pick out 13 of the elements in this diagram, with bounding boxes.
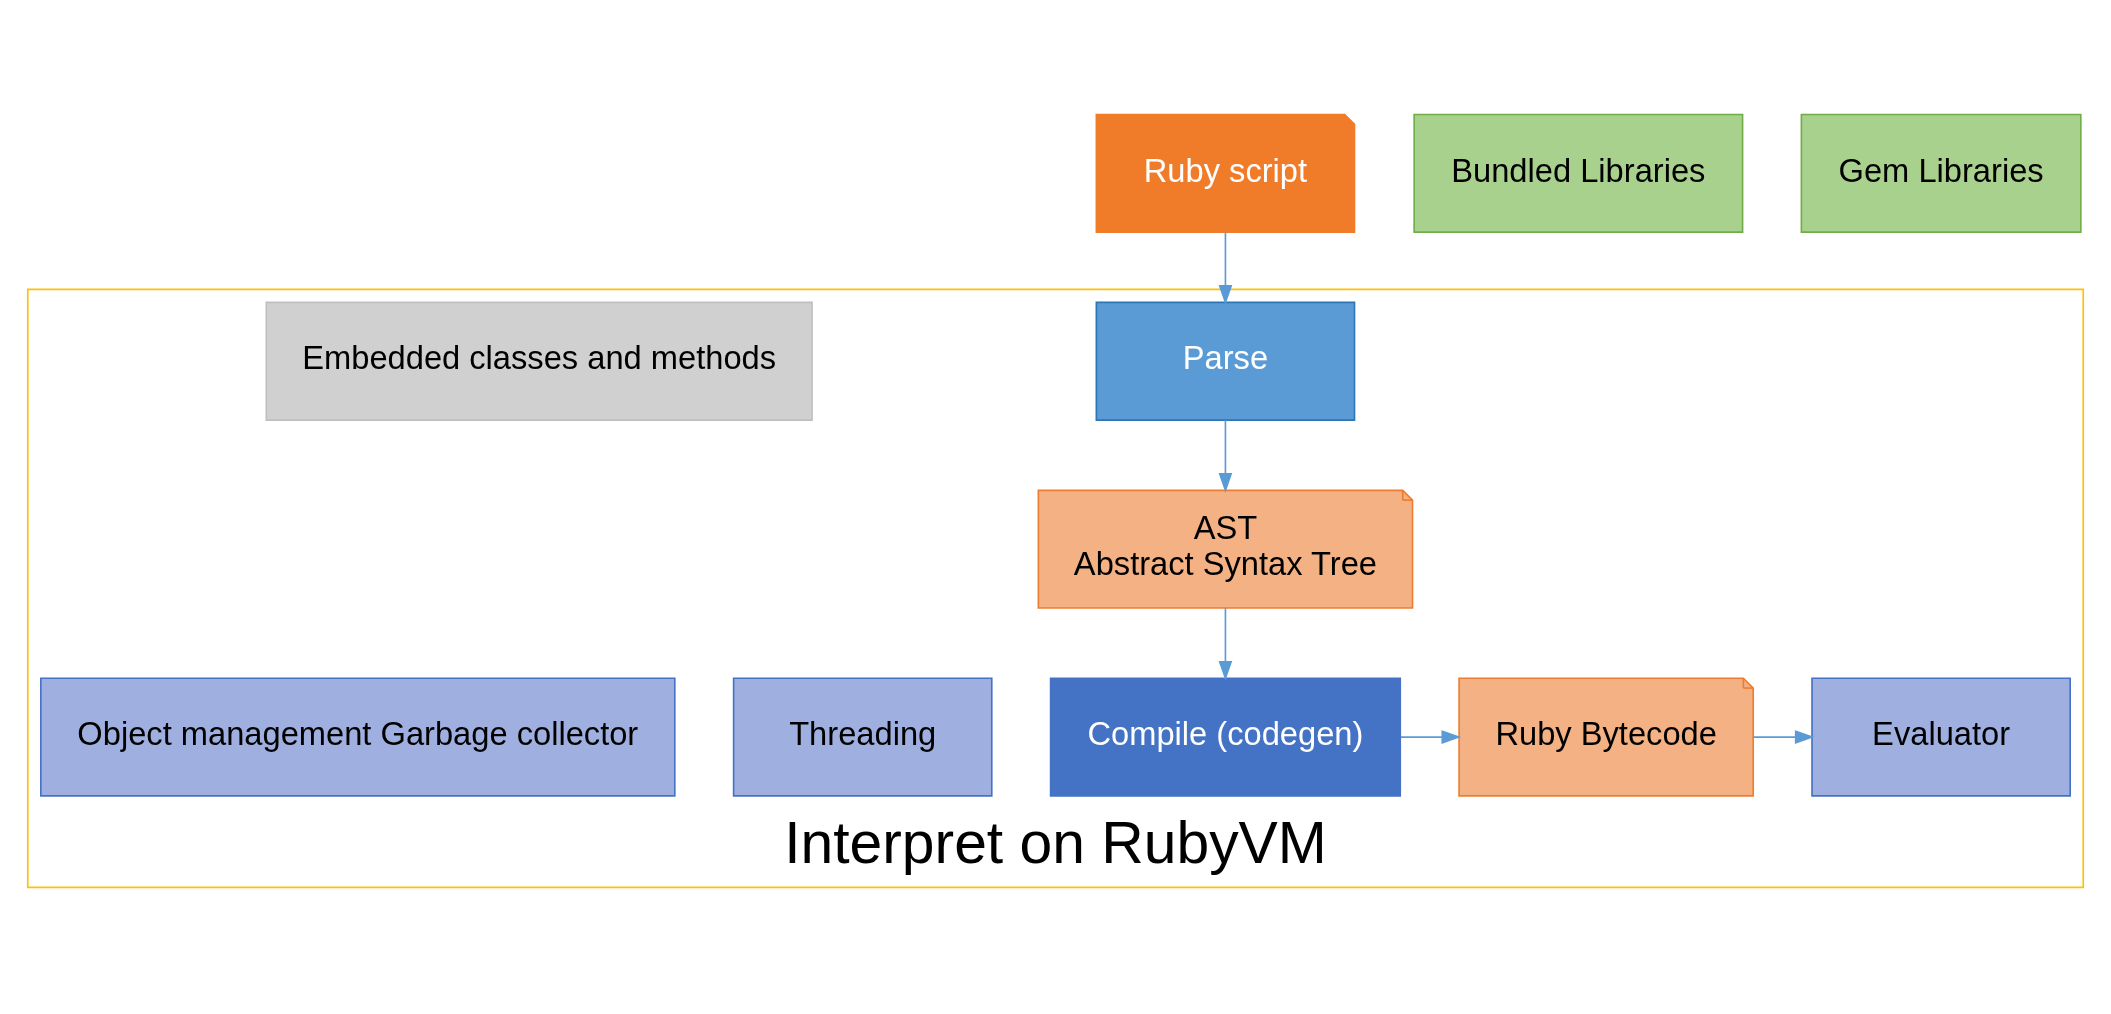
node-box: Embedded classes and methods: [265, 301, 813, 421]
arrow: [1752, 729, 1815, 744]
arrow: [1218, 419, 1233, 493]
node-box: Object management Garbage collector: [40, 676, 676, 797]
node-box: Evaluator: [1811, 676, 2071, 797]
node-box: Gem Libraries: [1800, 113, 2082, 233]
node-box: Parse: [1095, 301, 1356, 421]
arrow: [1400, 729, 1462, 744]
node-box: Compile (codegen): [1049, 676, 1402, 797]
node-box: Bundled Libraries: [1413, 113, 1744, 233]
arrow: [1218, 606, 1233, 681]
node-box: Threading: [732, 676, 993, 797]
arrow: [1218, 231, 1233, 305]
